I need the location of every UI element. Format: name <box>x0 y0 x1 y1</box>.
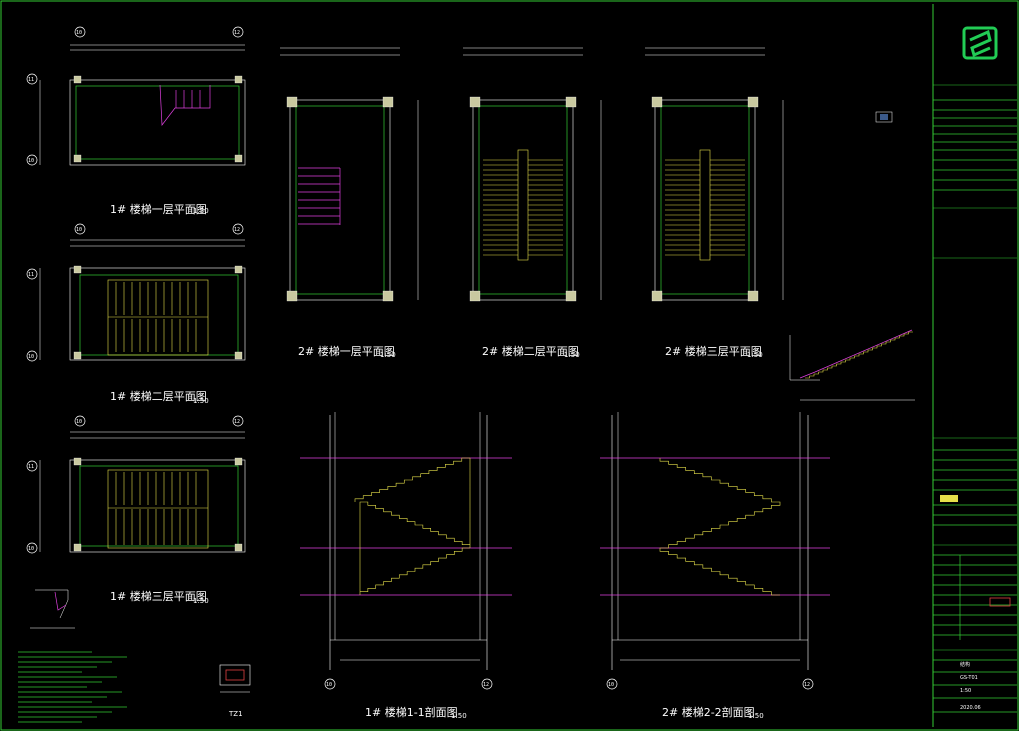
svg-text:10: 10 <box>608 682 614 688</box>
scale-stair1-plan-3f: 1:50 <box>193 597 209 605</box>
title-stair2-section: 2# 楼梯2-2剖面图 <box>662 705 755 719</box>
title-block-rows <box>933 99 1017 713</box>
stair2-plan-outline <box>472 99 574 301</box>
stair2-plan-outline <box>289 99 391 301</box>
svg-text:11: 11 <box>28 464 34 470</box>
title-stair1-section: 1# 楼梯1-1剖面图 <box>365 705 458 719</box>
stair1-2f-treads <box>115 282 197 352</box>
tz1-label: TZ1 <box>228 710 243 718</box>
svg-text:12: 12 <box>804 682 810 688</box>
column <box>286 290 298 302</box>
column <box>286 96 298 108</box>
column <box>382 290 394 302</box>
svg-text:10: 10 <box>28 158 34 164</box>
column <box>651 96 663 108</box>
stair1-3f-treads <box>115 472 197 545</box>
svg-text:12: 12 <box>234 419 240 425</box>
svg-text:10: 10 <box>28 354 34 360</box>
scale-stair2-plan-1f: 1:50 <box>380 351 396 359</box>
column <box>565 290 577 302</box>
scale-stair1-plan-2f: 1:50 <box>193 397 209 405</box>
svg-text:10: 10 <box>76 227 82 233</box>
stair2-plan-inner <box>478 105 568 295</box>
scale-stair2-section: 1:50 <box>748 712 764 720</box>
column <box>382 96 394 108</box>
svg-text:12: 12 <box>234 30 240 36</box>
stair1-plan-3f: 10 12 11 10 <box>26 415 246 554</box>
stair2-section: 10 12 <box>600 412 830 690</box>
scale-stair1-plan-1f: 1:50 <box>193 207 209 215</box>
company-logo <box>962 26 998 60</box>
stair-well <box>699 149 711 261</box>
scale-stair2-plan-3f: 1:50 <box>747 351 763 359</box>
title-block-scale: 1:50 <box>960 688 971 694</box>
scale-stair1-section: 1:50 <box>451 712 467 720</box>
stair2-plans <box>280 47 784 302</box>
title-block <box>933 26 1017 713</box>
stair1-section: 10 12 <box>300 412 512 690</box>
title-stair2-plan-2f: 2# 楼梯二层平面图 <box>482 344 579 358</box>
stair1-plan-2f: 10 12 11 10 <box>26 223 246 362</box>
title-stair2-plan-3f: 2# 楼梯三层平面图 <box>665 344 762 358</box>
svg-text:10: 10 <box>326 682 332 688</box>
title-block-date: 2020.06 <box>960 705 981 711</box>
column <box>747 96 759 108</box>
stair-well <box>517 149 529 261</box>
title-stair2-plan-1f: 2# 楼梯一层平面图 <box>298 344 395 358</box>
column <box>469 96 481 108</box>
stair1-plan-1f: 10 12 11 10 <box>26 26 246 166</box>
svg-text:12: 12 <box>234 227 240 233</box>
svg-text:11: 11 <box>28 272 34 278</box>
tz1-column-detail <box>219 664 251 693</box>
column <box>565 96 577 108</box>
svg-text:10: 10 <box>76 30 82 36</box>
column <box>469 290 481 302</box>
svg-text:11: 11 <box>28 77 34 83</box>
svg-text:10: 10 <box>76 419 82 425</box>
stair-profile-detail <box>789 111 915 401</box>
svg-text:12: 12 <box>483 682 489 688</box>
title-stair1-plan-2f: 1# 楼梯二层平面图 <box>110 389 207 403</box>
column <box>747 290 759 302</box>
title-stair1-plan-1f: 1# 楼梯一层平面图 <box>110 202 207 216</box>
title-block-stamp: 结构 <box>960 661 970 668</box>
detail-sketch-left <box>30 589 75 629</box>
svg-text:10: 10 <box>28 546 34 552</box>
scale-stair2-plan-2f: 1:50 <box>564 351 580 359</box>
column <box>651 290 663 302</box>
general-notes <box>18 651 127 723</box>
title-stair1-plan-3f: 1# 楼梯三层平面图 <box>110 589 207 603</box>
stair2-plan-outline <box>654 99 756 301</box>
stair2-plan-inner <box>295 105 385 295</box>
stair2-plan-inner <box>660 105 750 295</box>
title-block-drawing-no: GS-T01 <box>960 675 978 681</box>
